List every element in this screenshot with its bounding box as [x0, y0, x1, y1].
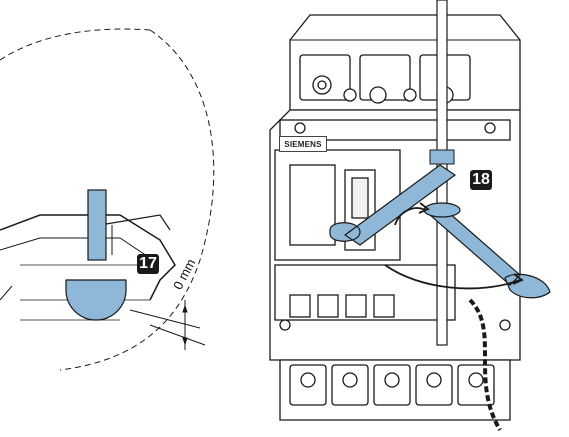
contact-ball — [65, 279, 127, 321]
brand-label: SIEMENS — [279, 136, 327, 152]
step-badge-18: 18 — [470, 170, 492, 190]
detail-magnifier — [0, 28, 215, 371]
dimension-lines — [129, 300, 206, 350]
leader-line — [0, 285, 13, 301]
rotation-arrows — [384, 202, 524, 290]
cable — [468, 298, 502, 432]
step-badge-17: 17 — [137, 254, 159, 274]
lower-nut — [423, 202, 461, 218]
screwdriver-shaft — [87, 189, 107, 261]
wrench-upper — [329, 164, 457, 246]
socket-nut — [429, 149, 455, 165]
circuit-breaker — [269, 14, 521, 421]
